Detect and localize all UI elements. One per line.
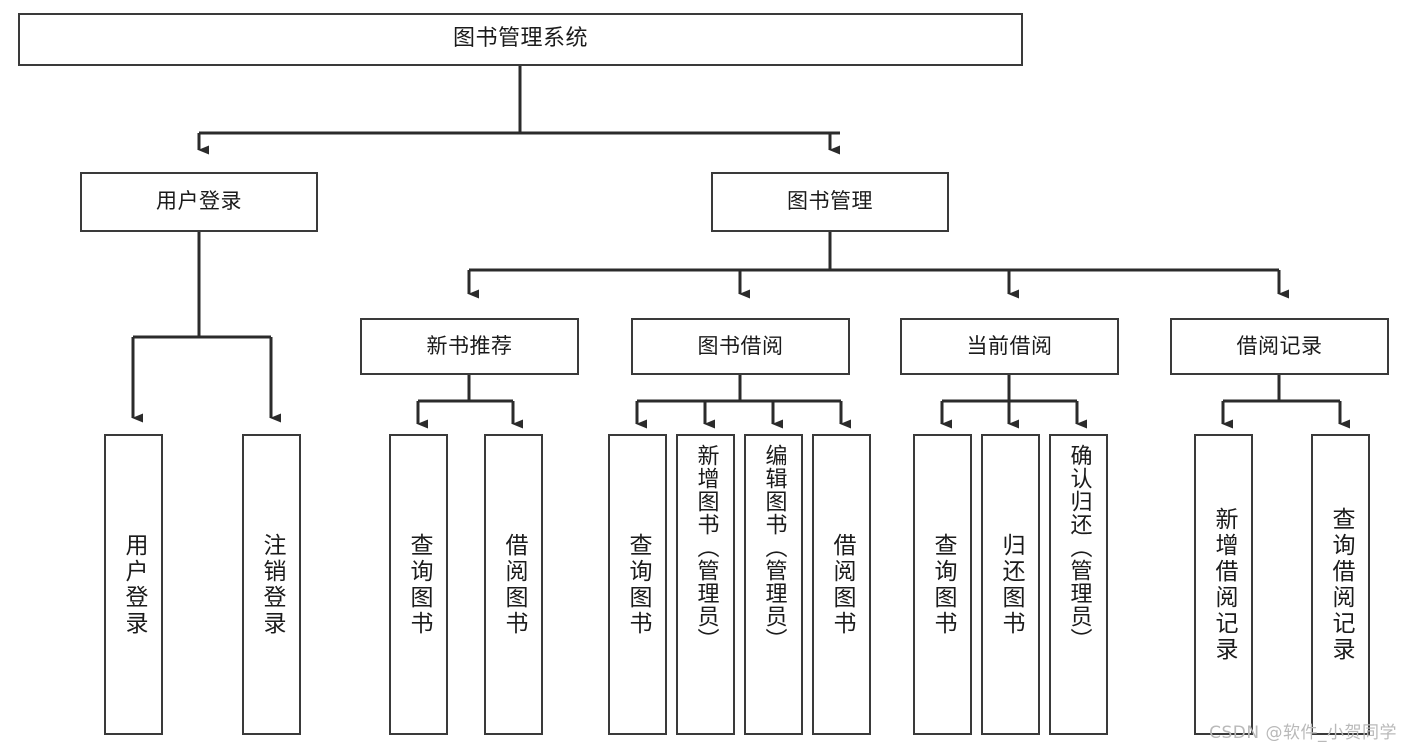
leaf-br-query-record[interactable]: 查询借阅记录 (1311, 434, 1370, 735)
node-label: 归还图书 (998, 532, 1024, 637)
node-label: 当前借阅 (966, 333, 1053, 358)
node-label: 查询图书 (930, 532, 956, 637)
node-borrow-record[interactable]: 借阅记录 (1170, 318, 1389, 375)
leaf-cb-return-book[interactable]: 归还图书 (981, 434, 1040, 735)
node-label: 新增借阅记录 (1211, 506, 1237, 663)
leaf-bb-borrow-book[interactable]: 借阅图书 (812, 434, 871, 735)
node-book-borrow[interactable]: 图书借阅 (631, 318, 850, 375)
leaf-user-login-do[interactable]: 用户登录 (104, 434, 163, 735)
leaf-bb-query-book[interactable]: 查询图书 (608, 434, 667, 735)
node-label: 借阅记录 (1236, 333, 1323, 358)
node-label: 确认归还（管理员） (1066, 444, 1092, 651)
node-user-login[interactable]: 用户登录 (80, 172, 318, 232)
leaf-bb-add-book[interactable]: 新增图书（管理员） (676, 434, 735, 735)
node-book-management[interactable]: 图书管理 (711, 172, 949, 232)
node-label: 用户登录 (121, 532, 147, 637)
node-label: 借阅图书 (829, 532, 855, 637)
leaf-nbr-borrow-book[interactable]: 借阅图书 (484, 434, 543, 735)
node-label: 查询图书 (625, 532, 651, 637)
leaf-user-logout[interactable]: 注销登录 (242, 434, 301, 735)
node-label: 图书管理 (787, 189, 873, 214)
node-label: 图书管理系统 (452, 26, 588, 52)
node-current-borrow[interactable]: 当前借阅 (900, 318, 1119, 375)
node-label: 新书推荐 (426, 333, 513, 358)
node-new-book-recommend[interactable]: 新书推荐 (360, 318, 579, 375)
csdn-watermark: CSDN @软件_小贺同学 (1209, 723, 1397, 743)
leaf-nbr-query-book[interactable]: 查询图书 (389, 434, 448, 735)
node-label: 新增图书（管理员） (693, 444, 719, 651)
node-label: 图书借阅 (697, 333, 784, 358)
node-label: 用户登录 (156, 189, 242, 214)
leaf-cb-query-book[interactable]: 查询图书 (913, 434, 972, 735)
leaf-br-add-record[interactable]: 新增借阅记录 (1194, 434, 1253, 735)
node-label: 注销登录 (259, 532, 285, 637)
node-label: 借阅图书 (501, 532, 527, 637)
leaf-cb-confirm-return[interactable]: 确认归还（管理员） (1049, 434, 1108, 735)
node-root-system[interactable]: 图书管理系统 (18, 13, 1023, 66)
leaf-bb-edit-book[interactable]: 编辑图书（管理员） (744, 434, 803, 735)
node-label: 查询借阅记录 (1328, 506, 1354, 663)
node-label: 编辑图书（管理员） (761, 444, 787, 651)
node-label: 查询图书 (406, 532, 432, 637)
